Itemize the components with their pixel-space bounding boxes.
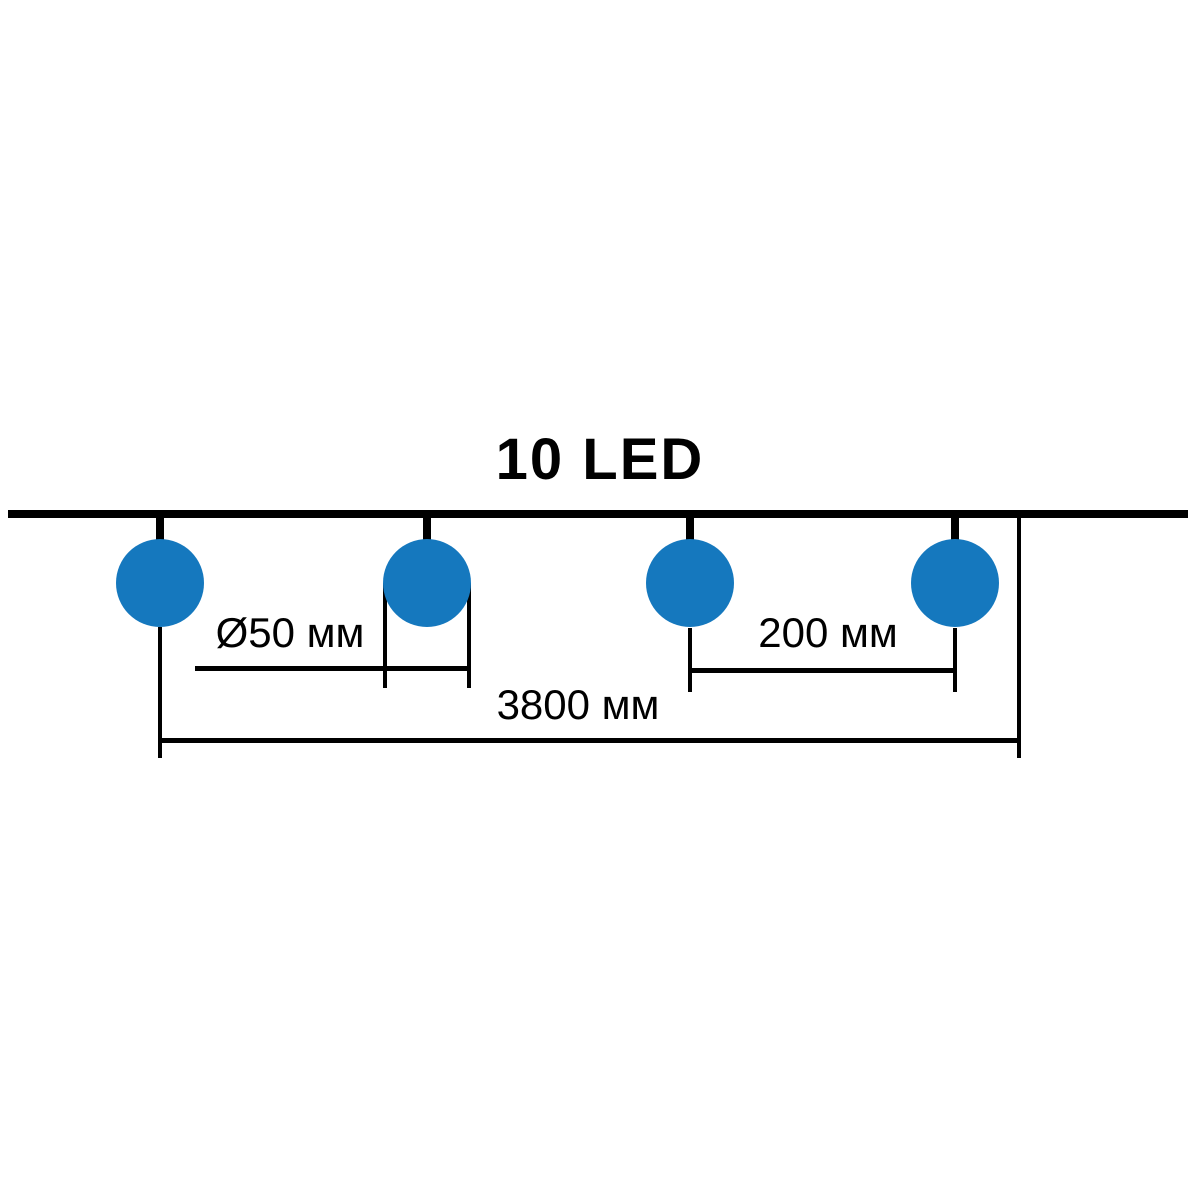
diameter-dim-tick-left: [383, 583, 387, 688]
diameter-dim-label: Ø50 мм: [215, 609, 365, 656]
spacing-dim-tick-left: [688, 628, 692, 692]
bulb-stem-3: [686, 512, 694, 542]
led-bulb-3: [646, 539, 734, 627]
diagram-title: 10 LED: [495, 427, 705, 492]
spacing-dim-label: 200 мм: [758, 609, 898, 656]
bulb-stem-1: [156, 512, 164, 542]
total-dim-label: 3800 мм: [496, 681, 660, 728]
led-bulb-2: [383, 539, 471, 627]
spacing-dim-tick-right: [953, 628, 957, 692]
total-dim-extension-right: [1017, 514, 1021, 758]
led-bulb-4: [911, 539, 999, 627]
total-dim-line: [158, 738, 1021, 743]
bulb-stem-2: [423, 512, 431, 542]
led-bulb-1: [116, 539, 204, 627]
spacing-dim-line: [688, 668, 957, 673]
diameter-dim-line: [195, 666, 471, 671]
string-wire: [8, 510, 1188, 518]
bulb-stem-4: [951, 512, 959, 542]
total-dim-extension-left: [158, 627, 162, 758]
diameter-dim-tick-right: [467, 583, 471, 688]
